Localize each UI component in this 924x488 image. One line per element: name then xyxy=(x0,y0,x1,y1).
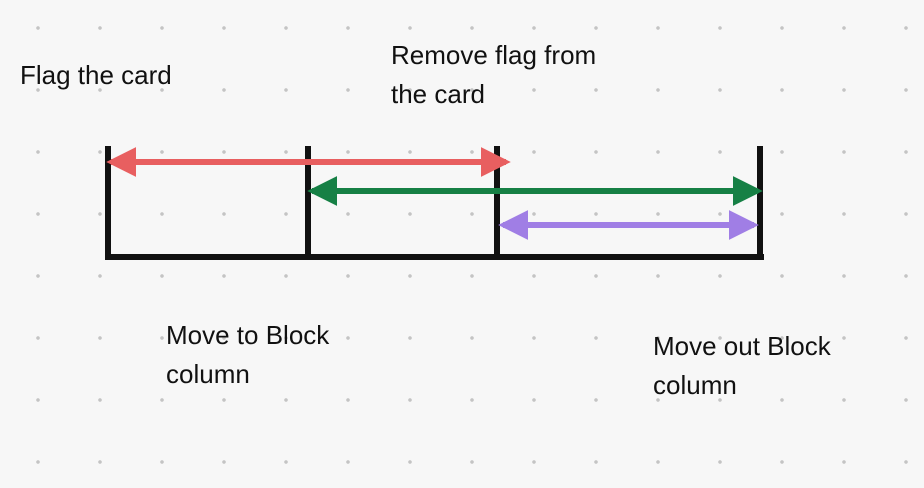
move-out-block-label-line2: column xyxy=(653,370,737,400)
flag-card-label: Flag the card xyxy=(20,56,172,95)
move-out-block-label: Move out Block column xyxy=(653,327,831,405)
remove-flag-label: Remove flag from the card xyxy=(391,36,596,114)
remove-flag-label-line2: the card xyxy=(391,79,485,109)
move-to-block-label-line1: Move to Block xyxy=(166,320,330,350)
move-out-block-label-line1: Move out Block xyxy=(653,331,831,361)
move-to-block-label: Move to Block column xyxy=(166,316,329,394)
flag-card-label-line1: Flag the card xyxy=(20,60,172,90)
remove-flag-label-line1: Remove flag from xyxy=(391,40,597,70)
move-to-block-label-line2: column xyxy=(166,359,250,389)
